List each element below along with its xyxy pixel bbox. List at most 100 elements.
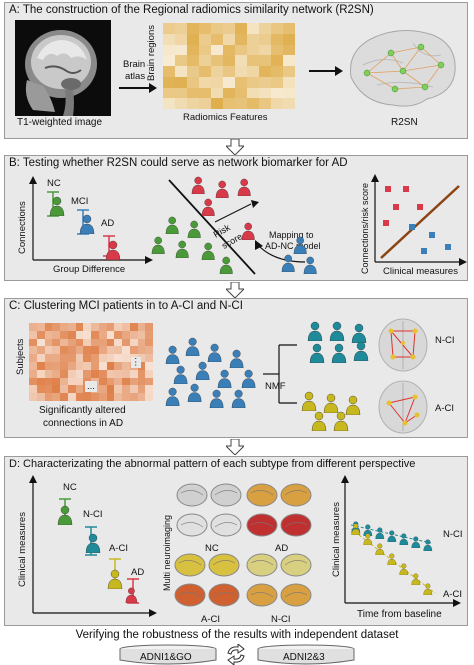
heatmap-cell [29,393,37,401]
heatmap-cell [122,385,130,394]
b-clinical-measures-label: Clinical measures [383,266,458,277]
person-icon [423,539,433,551]
heatmap-cell [259,23,271,34]
down-arrow-2-icon [226,282,244,298]
b-connections-label: Connections [17,201,28,254]
heatmap-cell [44,323,53,331]
heatmap-cell [247,76,259,88]
heatmap-cell [283,23,295,34]
heatmap-cell [60,377,68,386]
heatmap-cell [235,55,247,66]
heatmap-cell [106,330,115,339]
heatmap-cell [199,44,211,56]
nci-label: N-CI [435,335,455,346]
heatmap-cell [137,361,146,370]
heatmap-cell [114,330,122,339]
heatmap-cell [36,346,45,355]
person-icon [351,323,367,343]
heatmap-cell [247,33,259,45]
heatmap-cell [114,323,122,331]
heatmap-cell [187,87,199,99]
heatmap-cell [187,98,199,109]
heatmap-cell [52,369,60,378]
heatmap-cell [199,23,211,34]
person-icon [375,527,385,539]
heatmap-cell [106,393,115,401]
heatmap-cell [114,361,122,370]
db1-label: ADNI1&GO [140,652,192,663]
panel-a: A: The construction of the Regional radi… [4,2,468,139]
heatmap-cell [137,377,146,386]
person-icon [187,383,202,402]
heatmap-cell [29,385,37,394]
person-icon [201,242,215,260]
brain-map-icon [174,553,240,607]
heatmap-cell [98,385,107,394]
heatmap-cell [106,346,115,355]
nmf-label: NMF [265,381,286,392]
heatmap-cell [211,33,223,45]
r2sn-label: R2SN [391,117,418,128]
brain-ad-label: AD [275,543,289,554]
person-icon [79,214,95,234]
heatmap-cell [163,76,175,88]
heatmap-cell [199,98,211,109]
heatmap-cell [83,361,91,370]
heatmap-cell [83,393,91,401]
heatmap-cell [187,33,199,45]
panel-b: B: Testing whether R2SN could serve as n… [4,155,468,281]
heatmap-cell [75,393,84,401]
person-icon [165,216,179,234]
d-aci-label: A-CI [109,543,128,554]
person-icon [293,236,307,254]
heatmap-cell [67,385,76,394]
heatmap-cell [114,369,122,378]
heatmap-cell [271,87,283,99]
heatmap-cell [122,393,130,401]
heatmap-cell [235,33,247,45]
heatmap-cell [283,33,295,45]
heatmap-cell [52,393,60,401]
d-aci-right-label: A-CI [443,589,462,600]
person-icon [387,530,397,542]
heatmap-cell [137,338,146,347]
t1-mri-image [15,20,111,116]
heatmap-vdots: ⋮ [131,357,141,368]
heatmap-cell [223,55,235,66]
heatmap-cell [259,55,271,66]
heatmap-cell [259,76,271,88]
person-icon [399,563,409,575]
b-nc-label: NC [47,178,61,189]
panel-c: C: Clustering MCI patients in to A-CI an… [4,298,468,438]
heatmap-cell [211,76,223,88]
heatmap-cell [122,369,130,378]
heatmap-cell [91,346,99,355]
heatmap-cell [75,361,84,370]
heatmap-cell [223,76,235,88]
arrow-a2-icon [309,66,343,76]
heatmap-cell [129,323,138,331]
heatmap-cell [75,354,84,362]
heatmap-cell [199,33,211,45]
heatmap-cell [98,369,107,378]
scatter-point [393,204,399,210]
heatmap-cell [106,377,115,386]
heatmap-cell [36,330,45,339]
heatmap-cell [29,354,37,362]
person-icon [331,343,347,363]
person-icon [375,543,385,555]
heatmap-cell [114,346,122,355]
heatmap-cell [52,330,60,339]
person-icon [281,254,295,272]
panel-d: D: Characterizating the abnormal pattern… [4,456,468,626]
heatmap-cell [223,66,235,77]
heatmap-cell [106,385,115,394]
heatmap-cell [91,369,99,378]
person-icon [329,321,345,341]
heatmap-cell [283,66,295,77]
heatmap-cell [106,338,115,347]
heatmap-cell [60,323,68,331]
heatmap-cell [98,330,107,339]
person-icon [173,365,188,384]
sig-altered-label-1: Significantly altered [39,405,126,416]
